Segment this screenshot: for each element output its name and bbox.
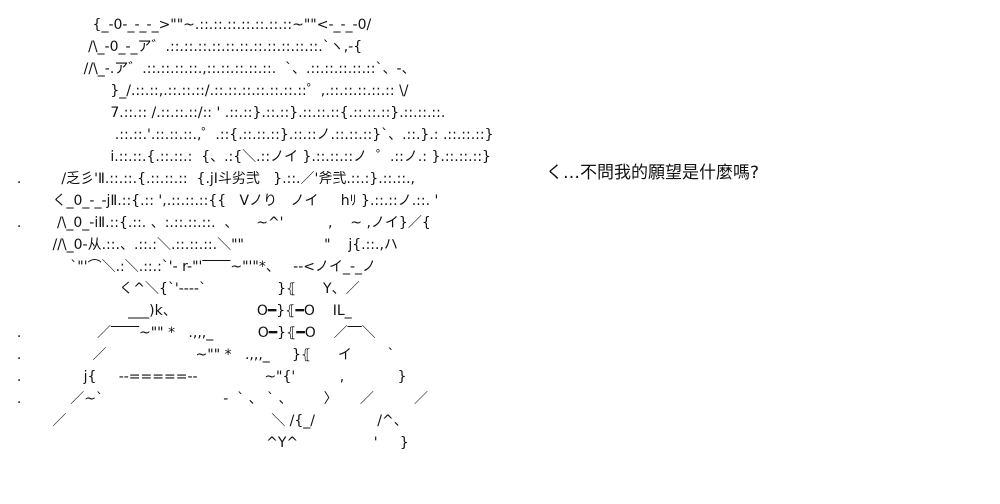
art-line: {_-0-_-_-_>""~.::.::.::.::.::.::.::~""<-… bbox=[8, 17, 372, 33]
art-line: . j{ --=====-- ~"{' , } bbox=[8, 369, 407, 385]
art-line: ／ ＼ /{_/ /^、 bbox=[8, 413, 408, 429]
art-line: .::.::.'.::.::.::.,゜.::{.::.::.::}.::.::… bbox=[8, 127, 494, 143]
art-line: く^＼{`'----` }⦃ Y、／ bbox=[8, 281, 360, 297]
art-line: }_/.::.::,.::.::.::/.::.::.::.::.::.::.:… bbox=[8, 83, 409, 99]
speech-text: く…不問我的願望是什麼嗎? bbox=[546, 163, 760, 183]
ascii-art: {_-0-_-_-_>""~.::.::.::.::.::.::.::~""<-… bbox=[8, 14, 494, 454]
art-line: . /\_0_-iⅡ.::{.::. 、:.::.::.::. 、 ~^' , … bbox=[8, 215, 431, 231]
art-line: . ／~` - ` 、 ` 、 〉 ／ ／ bbox=[8, 391, 428, 407]
art-line: `"'⌒＼.:＼.::.:`'- r-"'‾‾‾‾~"'"*、 --<ノイ_-_… bbox=[8, 259, 377, 275]
art-line: 7.::.:: /.::.::.::/:: ' .::.::}.::.::}.:… bbox=[8, 105, 446, 121]
art-line: //\_-.ア゛.::.::.::.::.,::.::.::.::.::. `、… bbox=[8, 61, 416, 77]
art-line: . /乏彡'Ⅱ.::.::.{.::.::.:: {.jI斗劣弐 }.::.／'… bbox=[8, 171, 415, 187]
art-line: ___)k、 O━}⦃━O ⅠL_ bbox=[8, 303, 352, 319]
art-line: /\_-0_-_ア゛.::.::.::.::.::.::.::.::.::.::… bbox=[8, 39, 363, 55]
art-line: . ／ ~"" * .,,,_ }⦃ イ ` bbox=[8, 347, 395, 363]
art-line: //\_0-从.::.、.::.:＼.::.::.::.＼"" " j{.::.… bbox=[8, 237, 398, 253]
art-line: く_0_-_-jⅡ.::{.:: ',.::.::.::{{ Vノり ノイ hﾘ… bbox=[8, 193, 439, 209]
art-line: ^Y^ ' } bbox=[8, 435, 409, 451]
art-line: . ／‾‾‾‾~"" * .,,,_ O━}⦃━O ／‾‾＼ bbox=[8, 325, 376, 341]
art-line: i.::.::.{.::.::.: {、.:{＼.::ノイ }.::.::.::… bbox=[8, 149, 491, 165]
